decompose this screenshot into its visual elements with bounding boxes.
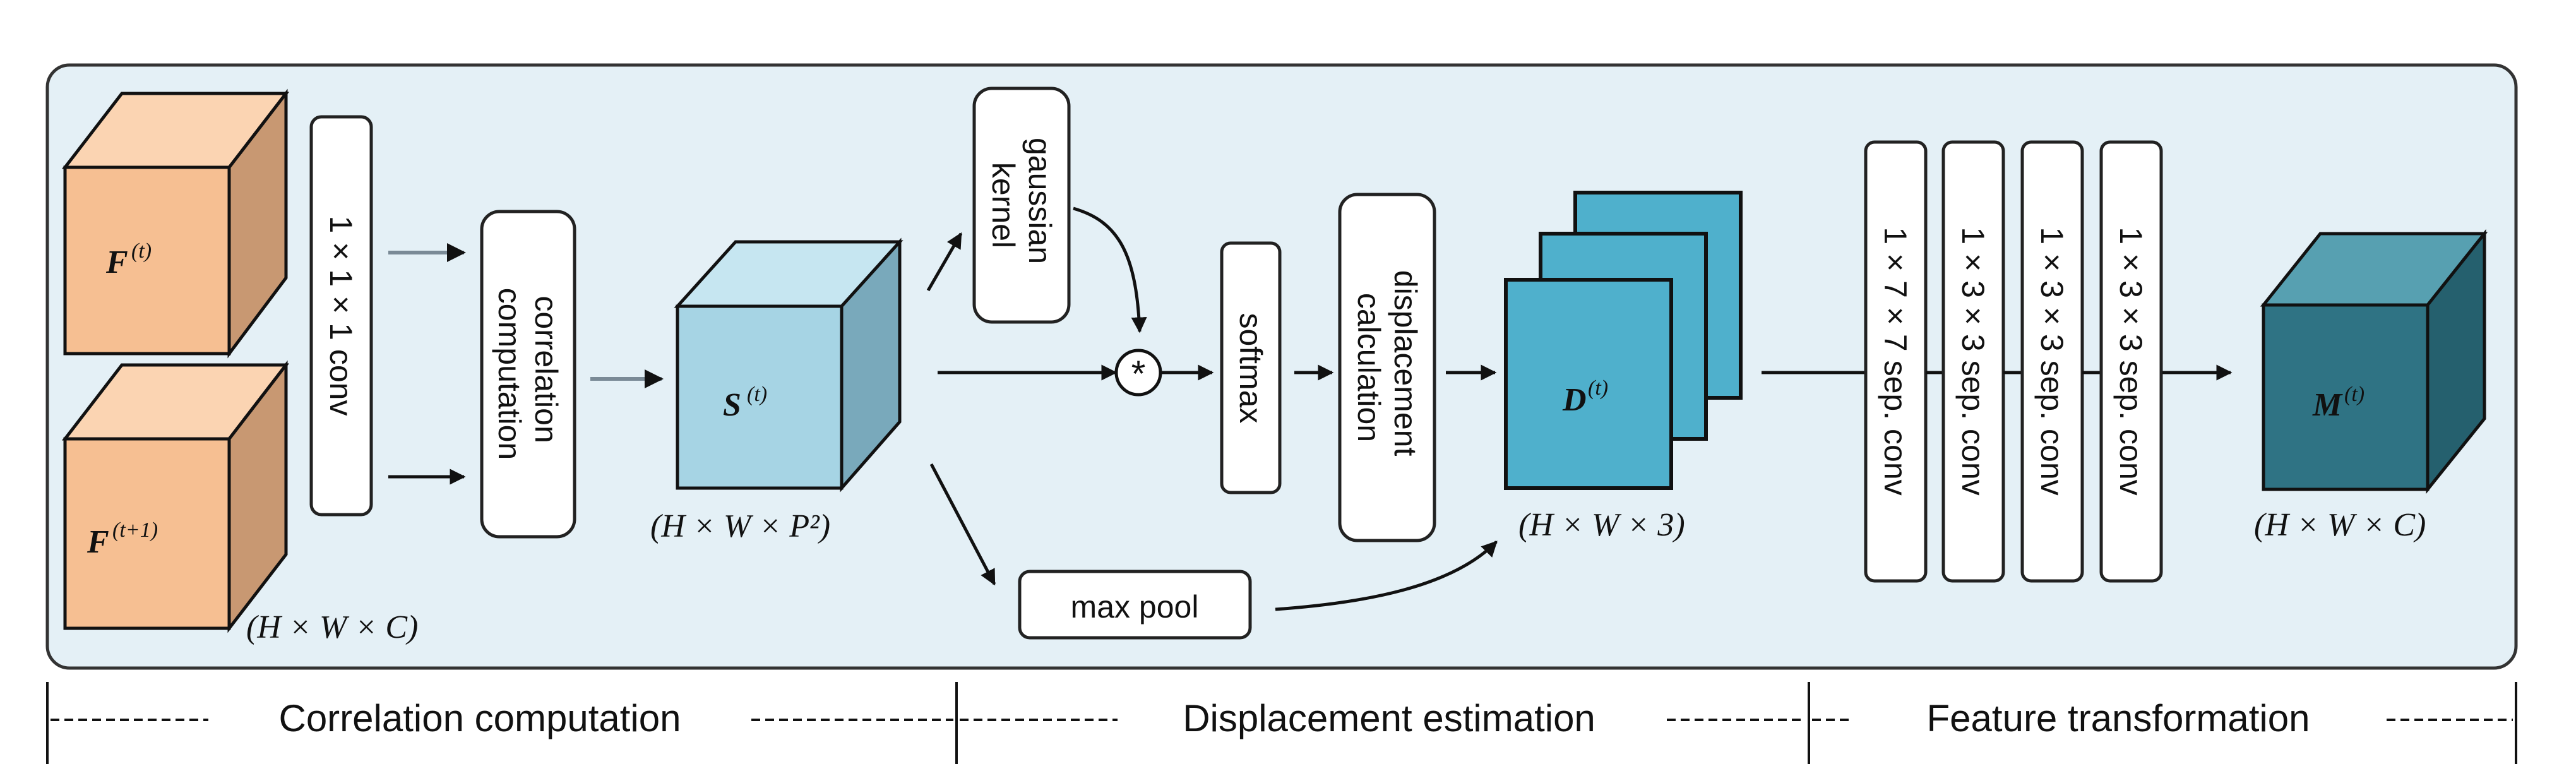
m-symbol: M bbox=[2312, 387, 2343, 423]
gaussian-kernel-block: gaussian kernel bbox=[972, 87, 1071, 324]
stage-label-correlation: Correlation computation bbox=[278, 697, 681, 739]
displacement-map-d: D (t) bbox=[1504, 191, 1743, 490]
arrow-gaussian-to-multiply bbox=[1073, 206, 1147, 333]
s-dims: (H × W × P²) bbox=[650, 508, 830, 544]
gaussian-label-line1: gaussian bbox=[1022, 138, 1058, 264]
displacement-calc-label-line2: calculation bbox=[1351, 293, 1386, 442]
svg-text:displacement calculation: displacement calculation bbox=[1351, 270, 1423, 465]
sepconv-block-3: 1 × 3 × 3 sep. conv bbox=[2020, 140, 2084, 583]
softmax-label: softmax bbox=[1233, 313, 1268, 423]
s-symbol: S bbox=[723, 387, 741, 423]
d-dims: (H × W × 3) bbox=[1518, 507, 1685, 543]
arrow-s-to-gaussian bbox=[926, 232, 963, 292]
correlation-label-line2: computation bbox=[492, 288, 527, 460]
similarity-cube-s: S (t) bbox=[674, 237, 903, 493]
sepconv-label-1: 1 × 7 × 7 sep. conv bbox=[1878, 227, 1913, 495]
maxpool-label: max pool bbox=[1071, 589, 1199, 625]
softmax-block: softmax bbox=[1220, 241, 1282, 494]
maxpool-block: max pool bbox=[1018, 570, 1252, 640]
f-t1-symbol: F bbox=[86, 524, 109, 560]
input-cube-f-t: F (t) bbox=[61, 88, 290, 359]
correlation-label-line1: correlation bbox=[528, 296, 564, 443]
gaussian-label-line2: kernel bbox=[986, 162, 1021, 248]
f-t-superscript: (t) bbox=[131, 239, 152, 263]
f-t1-superscript: (t+1) bbox=[112, 518, 158, 542]
f-t-symbol: F bbox=[105, 244, 128, 280]
svg-text:correlation computation: correlation computation bbox=[492, 288, 564, 460]
input-cube-f-t1: F (t+1) bbox=[61, 360, 290, 633]
sepconv-label-4: 1 × 3 × 3 sep. conv bbox=[2113, 227, 2149, 495]
multiply-operator: * bbox=[1114, 349, 1162, 397]
correlation-block: correlation computation bbox=[480, 210, 576, 539]
svg-text:gaussian kernel: gaussian kernel bbox=[986, 138, 1058, 273]
conv-1x1-label: 1 × 1 × 1 conv bbox=[323, 216, 359, 416]
motion-cube-m: M (t) bbox=[2260, 229, 2488, 494]
arrow-s-to-maxpool bbox=[929, 463, 996, 586]
displacement-calc-block: displacement calculation bbox=[1338, 193, 1436, 542]
sepconv-label-2: 1 × 3 × 3 sep. conv bbox=[1955, 227, 1991, 495]
conv-1x1-block: 1 × 1 × 1 conv bbox=[309, 115, 373, 517]
sepconv-block-4: 1 × 3 × 3 sep. conv bbox=[2099, 140, 2163, 583]
s-superscript: (t) bbox=[747, 383, 767, 406]
arrow-maxpool-to-d bbox=[1275, 541, 1498, 611]
stage-timeline: Correlation computation Displacement est… bbox=[46, 682, 2517, 764]
sepconv-block-2: 1 × 3 × 3 sep. conv bbox=[1941, 140, 2005, 583]
d-symbol: D bbox=[1562, 382, 1587, 418]
multiply-symbol: * bbox=[1131, 354, 1146, 395]
stage-label-transformation: Feature transformation bbox=[1927, 697, 2310, 739]
m-dims: (H × W × C) bbox=[2254, 507, 2426, 543]
stage-label-displacement: Displacement estimation bbox=[1183, 697, 1595, 739]
sepconv-label-3: 1 × 3 × 3 sep. conv bbox=[2034, 227, 2070, 495]
m-superscript: (t) bbox=[2344, 383, 2364, 406]
d-superscript: (t) bbox=[1588, 376, 1608, 400]
input-dims: (H × W × C) bbox=[246, 609, 418, 645]
sepconv-block-1: 1 × 7 × 7 sep. conv bbox=[1864, 140, 1928, 583]
displacement-calc-label-line1: displacement bbox=[1388, 270, 1423, 457]
